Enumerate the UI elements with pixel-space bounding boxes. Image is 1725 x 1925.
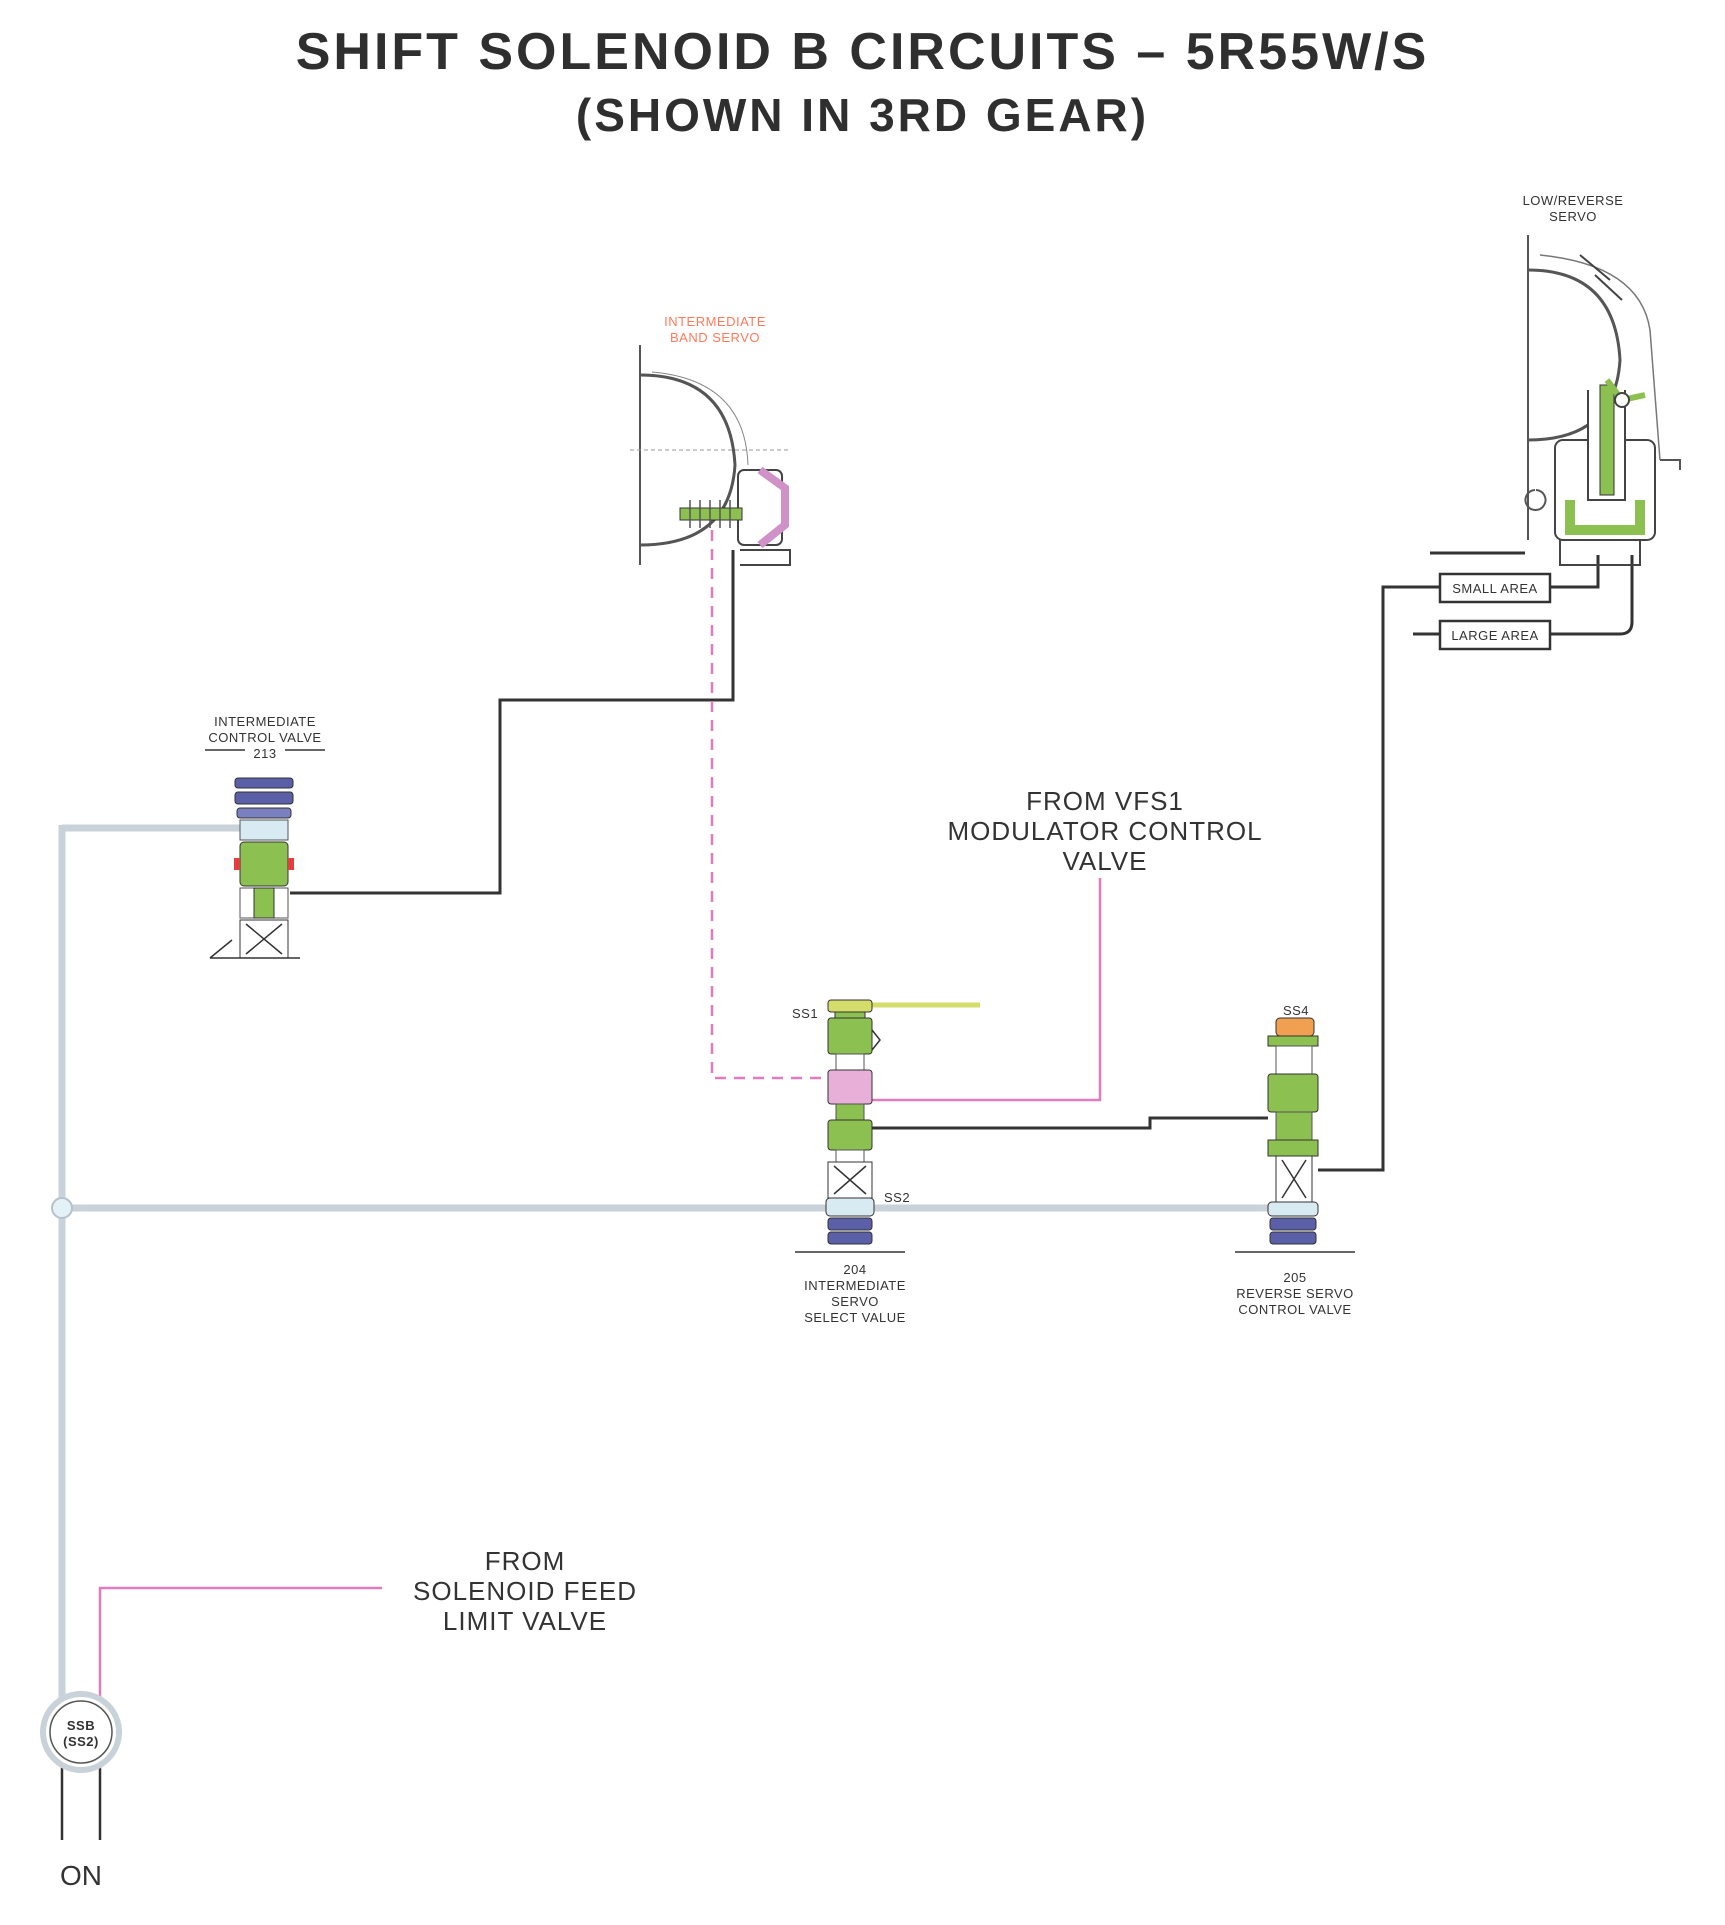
solenoid-feed-label-line1: FROM [485,1546,566,1576]
vfs1-label-line1: FROM VFS1 [1026,786,1184,816]
band-servo-label-line1: INTERMEDIATE [664,314,766,329]
reverse-servo-control-valve-205 [1235,1017,1355,1253]
diagram-title: SHIFT SOLENOID B CIRCUITS – 5R55W/S [295,23,1430,81]
valve-204-label-line4: SELECT VALUE [804,1310,906,1325]
line-213-to-band-servo [290,550,735,895]
line-junction [51,1197,73,1219]
ssb-solenoid [40,1691,122,1773]
intermediate-band-servo [630,345,791,566]
line-205-to-small-area [1318,585,1440,1172]
icv-label-line2: CONTROL VALVE [208,730,321,745]
valve-204-label-line1: 204 [843,1262,866,1277]
valve-205-label-line2: REVERSE SERVO [1236,1286,1354,1301]
vfs1-label-line3: VALVE [1063,846,1148,876]
ss1-label: SS1 [792,1006,818,1021]
valve-204-label-line2: INTERMEDIATE [804,1278,906,1293]
valve-205-label-line1: 205 [1283,1270,1306,1285]
line-204-to-205 [872,1116,1268,1130]
band-servo-label-line2: BAND SERVO [670,330,760,345]
circuit-lines [51,530,1634,1840]
line-from-vfs1 [872,878,1102,1102]
intermediate-servo-select-valve-204 [795,999,905,1253]
vfs1-label-line2: MODULATOR CONTROL [947,816,1262,846]
line-band-servo-release [710,530,830,1080]
icv-label-line1: INTERMEDIATE [214,714,316,729]
solenoid-feed-label-line2: SOLENOID FEED [413,1576,637,1606]
servo-area-boxes [1438,572,1552,651]
small-area-label: SMALL AREA [1452,581,1537,596]
icv-label-line3: 213 [253,746,276,761]
large-area-label: LARGE AREA [1451,628,1538,643]
ssb-label-line1: SSB [67,1718,95,1733]
valve-205-label-line3: CONTROL VALVE [1238,1302,1351,1317]
line-large-area-to-servo [1550,555,1634,636]
diagram-subtitle: (SHOWN IN 3RD GEAR) [575,89,1150,141]
ss2-label: SS2 [884,1190,910,1205]
large-area-box [1438,619,1552,651]
low-reverse-servo [1524,235,1681,566]
labels: LOW/REVERSE SERVO INTERMEDIATE BAND SERV… [60,193,1623,1891]
line-from-solenoid-feed [98,1586,382,1700]
ssb-label-line2: (SS2) [63,1734,99,1749]
small-area-box [1438,572,1552,604]
intermediate-control-valve-213 [205,749,325,959]
low-reverse-servo-label-line2: SERVO [1549,209,1597,224]
line-small-area-to-servo [1550,555,1600,589]
on-label: ON [60,1860,102,1891]
valve-204-label-line3: SERVO [831,1294,879,1309]
low-reverse-servo-label-line1: LOW/REVERSE [1523,193,1624,208]
ss4-label: SS4 [1283,1003,1309,1018]
solenoid-feed-label-line3: LIMIT VALVE [443,1606,607,1636]
